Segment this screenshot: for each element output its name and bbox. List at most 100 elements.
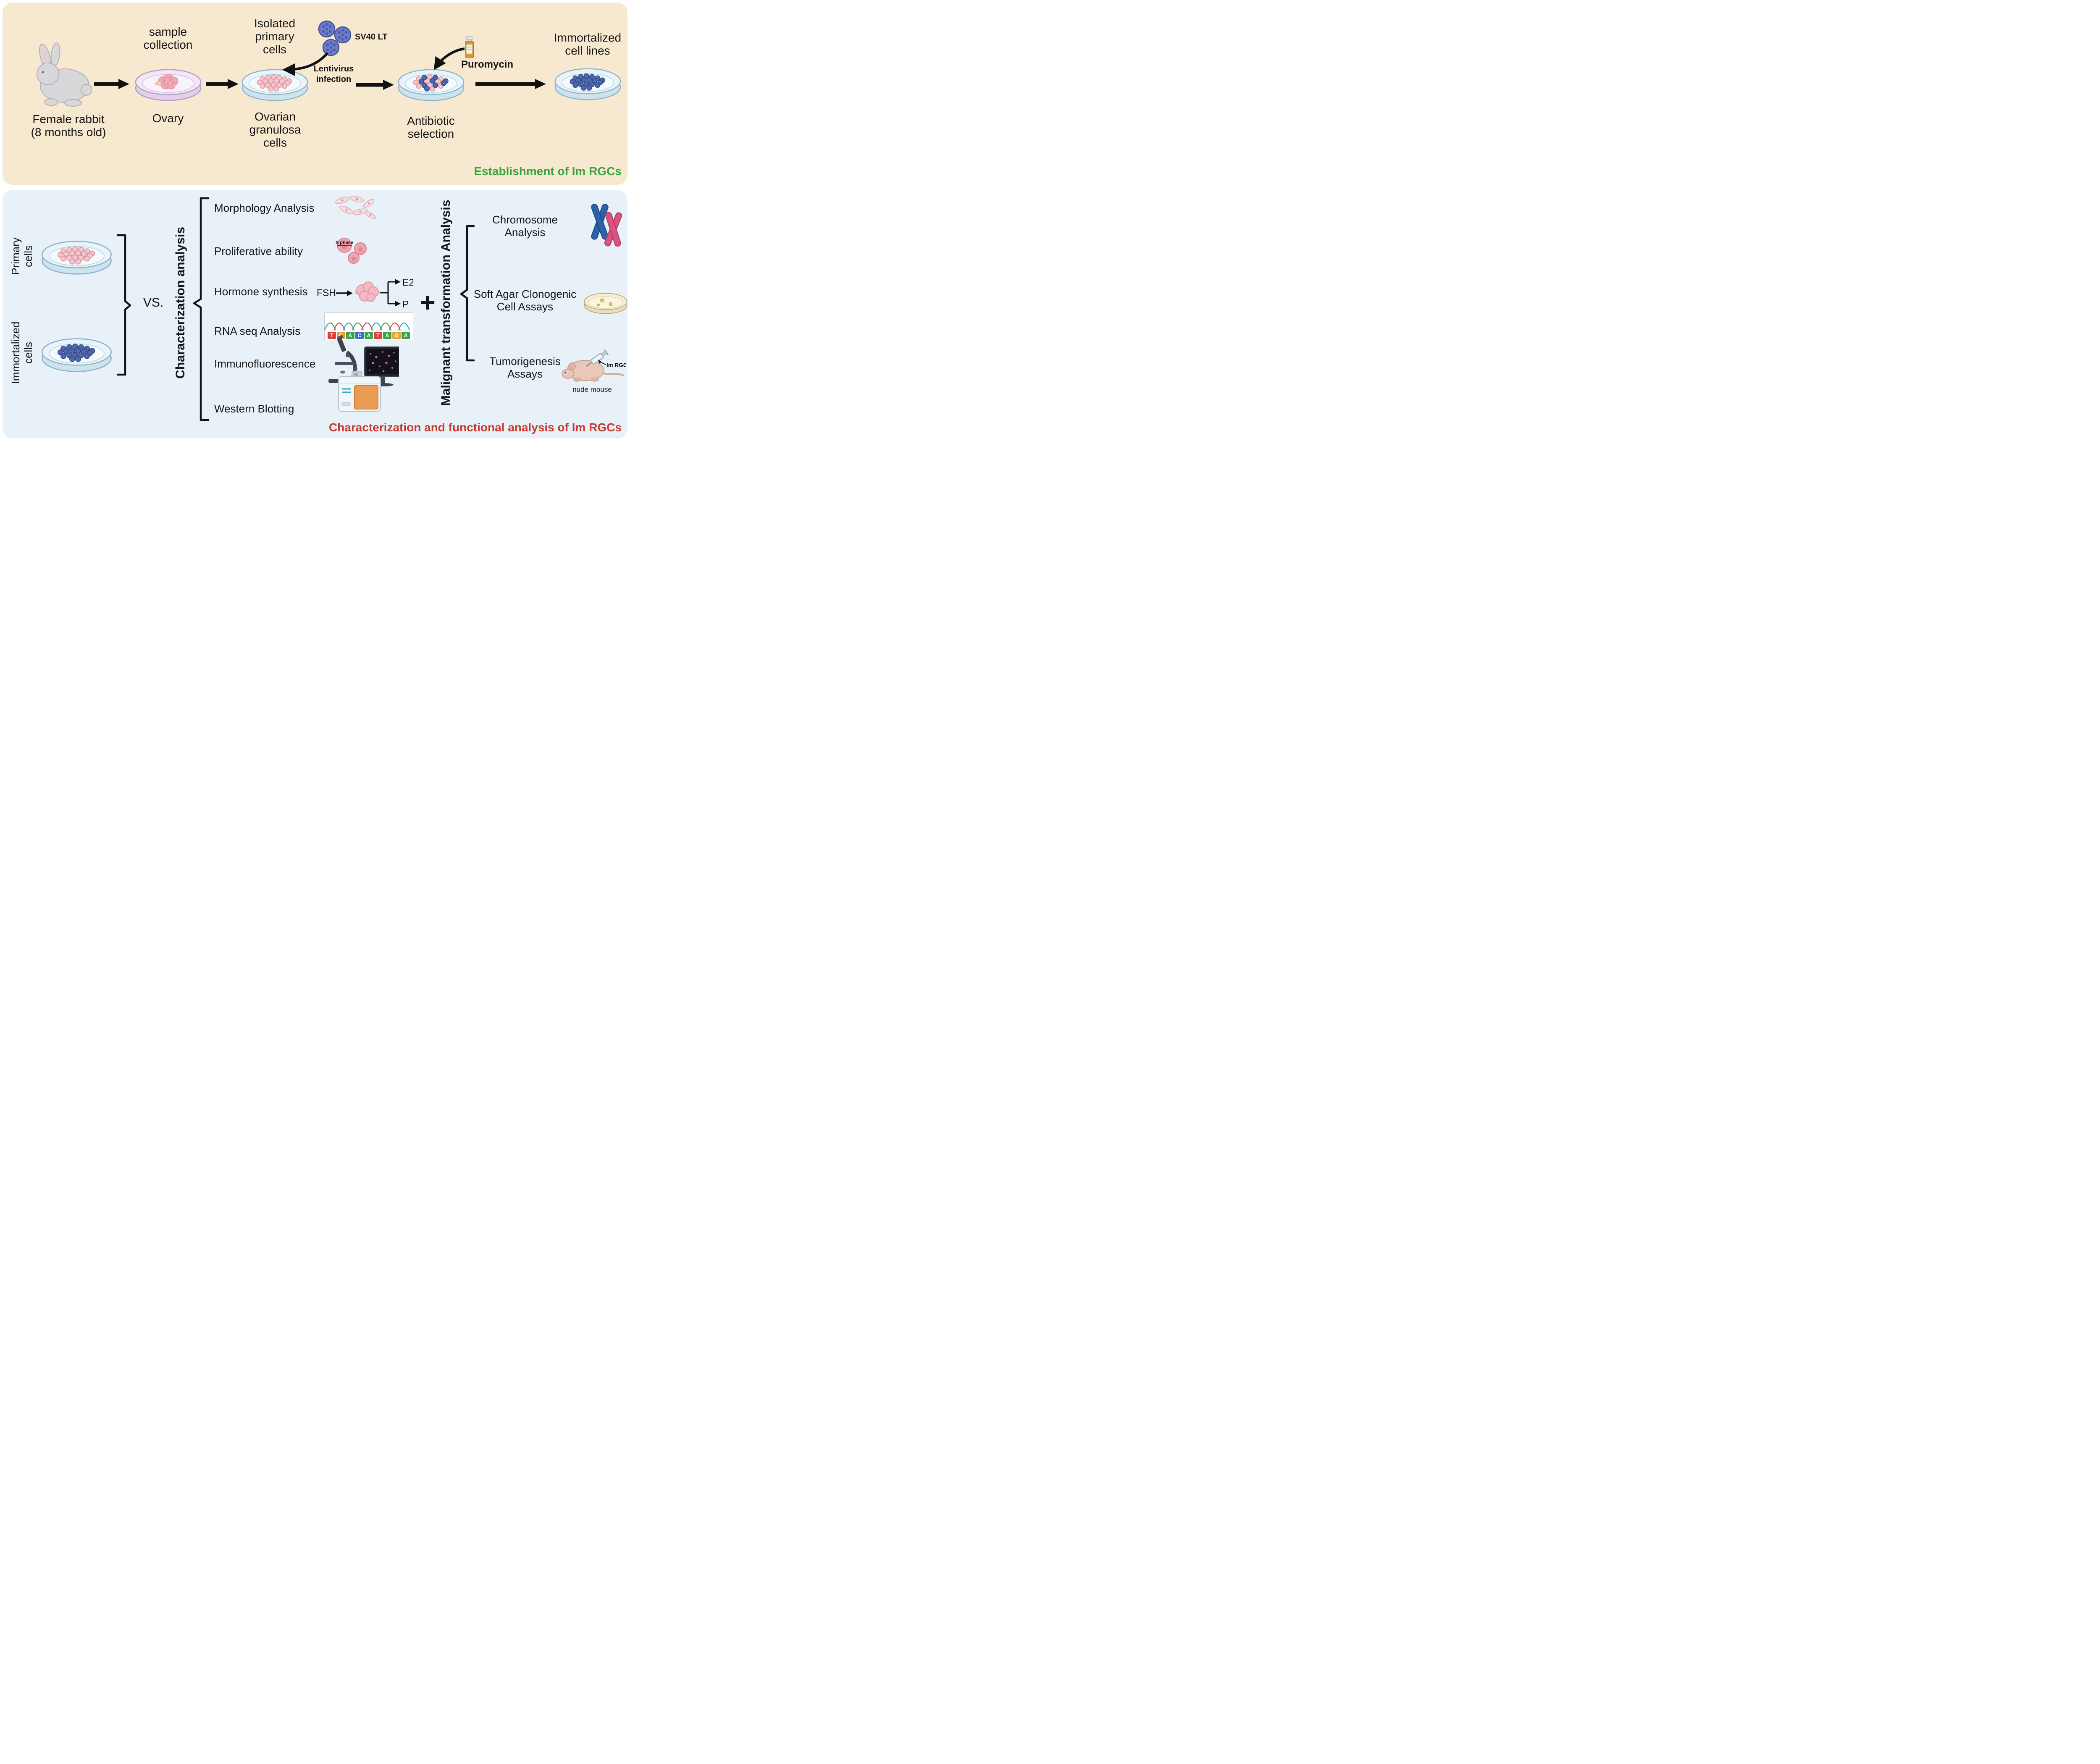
label-line: Characterization and functional analysis…	[328, 421, 622, 434]
label-line: Characterization analysis	[173, 227, 187, 379]
sequencing-trace-icon: T G A C A T A G A	[324, 312, 413, 340]
immortalized-cells-label: Immortalized cells	[9, 302, 34, 403]
antibiotic-dish-icon	[398, 69, 465, 101]
label-line: (8 months old)	[31, 126, 106, 139]
label-line: +	[420, 287, 436, 318]
establishment-panel	[3, 3, 627, 185]
syringe-icon	[586, 349, 609, 367]
vs-label: VS.	[132, 296, 174, 310]
establishment-section-label: Establishment of Im RGCs	[370, 165, 622, 178]
label-line: nude mouse	[572, 386, 612, 394]
label-line: sample	[149, 25, 187, 38]
svg-text:Im RGCs: Im RGCs	[606, 362, 626, 368]
malignant-label: Malignant transformation Analysis	[437, 189, 455, 416]
rabbit-caption: Female rabbit (8 months old)	[16, 113, 121, 139]
label-line: selection	[407, 127, 454, 140]
label-line: cells	[263, 136, 287, 149]
primary-cells-label: Primary cells	[9, 214, 34, 298]
label-line: infection	[316, 75, 352, 84]
label-line: Ovarian	[254, 110, 296, 123]
item-western: Western Blotting	[214, 402, 332, 415]
label-line: cell lines	[565, 44, 610, 57]
label-line: Female rabbit	[32, 113, 105, 126]
nude-mouse-icon: Im RGCs	[562, 349, 626, 382]
label-line: Lentivirus	[313, 64, 354, 74]
label-line: granulosa	[249, 123, 301, 136]
label-line: Western Blotting	[214, 402, 294, 415]
label-line: cells	[262, 43, 286, 56]
label-line: Tumorigenesis	[489, 355, 561, 368]
chromosome-analysis-label: Chromosome Analysis	[472, 213, 578, 239]
label-line: Hormone synthesis	[214, 285, 308, 298]
arrow-right-icon	[206, 79, 239, 89]
svg-text:C: C	[357, 333, 361, 339]
label-line: SV40 LT	[355, 32, 388, 42]
immortalized-dish-icon	[554, 68, 621, 100]
svg-text:S phase: S phase	[336, 240, 353, 245]
label-line: primary	[255, 30, 294, 43]
label-line: Analysis	[504, 226, 546, 239]
label-line: Proliferative ability	[214, 245, 303, 257]
label-line: Chromosome	[492, 213, 558, 226]
label-line: Establishment of Im RGCs	[474, 165, 622, 178]
label-line: collection	[143, 38, 193, 51]
isolated-cells-label: Isolated primary cells	[237, 17, 312, 56]
label-line: Immortalized	[554, 31, 622, 44]
label-line: Assays	[507, 368, 543, 380]
ovary-icon	[158, 74, 178, 89]
sample-collection-label: sample collection	[130, 25, 206, 51]
morphology-cells-icon	[335, 196, 376, 219]
curved-arrow-icon	[282, 52, 329, 76]
tumorigenesis-label: Tumorigenesis Assays	[472, 355, 578, 380]
chromosome-icon	[591, 204, 622, 247]
item-morphology: Morphology Analysis	[214, 202, 332, 214]
analysis-panel	[3, 190, 627, 438]
western-blot-machine-icon	[338, 376, 381, 412]
pill-bottle-icon	[465, 36, 474, 58]
label-line: Soft Agar Clonogenic	[473, 288, 577, 300]
figure: Female rabbit (8 months old) sample coll…	[0, 0, 630, 441]
antibiotic-label: Antibiotic selection	[393, 114, 469, 140]
lentivirus-label: Lentivirus infection	[299, 64, 368, 85]
label-line: RNA seq Analysis	[214, 325, 301, 337]
label-line: Immunofluorescence	[214, 357, 316, 370]
puromycin-label: Puromycin	[461, 59, 545, 70]
svg-text:FSH: FSH	[317, 287, 336, 298]
s-phase-cells-icon: S phase	[336, 238, 367, 264]
label-line: Antibiotic	[407, 114, 455, 127]
soft-agar-dish-icon	[584, 293, 627, 314]
label-line: Ovary	[152, 112, 184, 125]
label-line: cells	[22, 342, 34, 364]
characterization-label: Characterization analysis	[172, 194, 189, 412]
immortalized-lines-label: Immortalized cell lines	[548, 31, 627, 57]
label-line: Cell Assays	[496, 300, 554, 313]
arrow-right-icon	[475, 79, 546, 89]
nude-mouse-caption: nude mouse	[559, 386, 626, 394]
item-hormone: Hormone synthesis	[214, 285, 332, 298]
label-line: Immortalized	[9, 321, 22, 384]
immortalized-dish2-icon	[42, 338, 112, 372]
svg-text:T: T	[376, 333, 380, 339]
characterization-brace-icon	[193, 197, 210, 421]
sv40-label: SV40 LT	[355, 32, 401, 42]
svg-text:A: A	[385, 333, 389, 339]
ovary-label: Ovary	[139, 112, 197, 125]
plus-label: +	[416, 287, 439, 318]
analysis-section-label: Characterization and functional analysis…	[286, 421, 622, 434]
hormone-pathway-icon: FSH E2 P	[317, 277, 413, 310]
rabbit-icon	[37, 42, 92, 107]
dishes-bracket-icon	[116, 234, 131, 376]
curved-arrow-icon	[433, 47, 465, 70]
svg-text:E2: E2	[402, 277, 413, 288]
svg-text:A: A	[348, 333, 352, 339]
label-line: Primary	[9, 237, 22, 275]
virus-icon	[318, 20, 352, 56]
svg-text:A: A	[367, 333, 370, 339]
ovary-dish-icon	[135, 69, 202, 101]
item-proliferative: Proliferative ability	[214, 245, 332, 257]
label-line: Puromycin	[461, 59, 514, 70]
arrow-right-icon	[356, 80, 394, 90]
item-rnaseq: RNA seq Analysis	[214, 325, 332, 337]
label-line: cells	[22, 245, 34, 268]
label-line: Malignant transformation Analysis	[439, 200, 453, 406]
